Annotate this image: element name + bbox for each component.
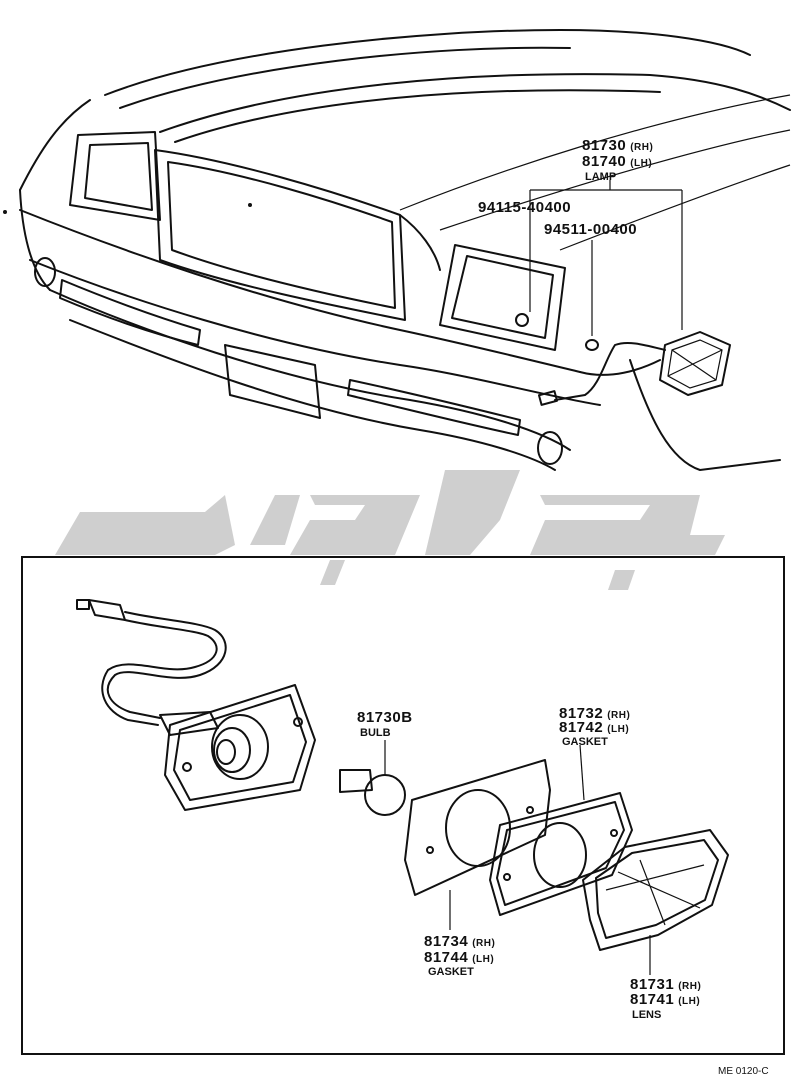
svg-text:81741(LH): 81741 (LH)	[630, 991, 700, 1008]
lens-part-number-lh: 81741	[630, 991, 674, 1008]
svg-text:81740(LH): 81740 (LH)	[582, 153, 652, 170]
diagram-code: ME 0120-C	[718, 1066, 769, 1077]
exploded-view-frame	[21, 556, 785, 1055]
lamp-label: LAMP	[585, 171, 616, 183]
lens-side-rh: (RH)	[678, 981, 701, 992]
outer-gasket-part-number-rh: 81732	[559, 705, 603, 722]
lens	[582, 829, 729, 975]
car-front-illustration	[3, 29, 791, 471]
lens-side-lh: (LH)	[678, 996, 700, 1007]
svg-text:81734(RH): 81734 (RH)	[424, 933, 495, 950]
exploded-view	[76, 599, 729, 975]
lamp-part-number-lh: 81740	[582, 153, 626, 170]
watermark-logo	[55, 470, 725, 590]
outer-gasket-side-lh: (LH)	[607, 724, 629, 735]
svg-text:81742(LH): 81742 (LH)	[559, 719, 629, 736]
outer-gasket-side-rh: (RH)	[607, 710, 630, 721]
inner-gasket-side-rh: (RH)	[472, 938, 495, 949]
washer-94511-00400	[585, 339, 599, 351]
washer-part-number: 94511-00400	[544, 221, 637, 238]
lamp-part-number-rh: 81730	[582, 137, 626, 154]
inner-gasket-part-number-rh: 81734	[424, 933, 468, 950]
outer-gasket-label: GASKET	[562, 736, 608, 748]
inner-gasket	[404, 759, 551, 930]
svg-text:81731(RH): 81731 (RH)	[630, 976, 701, 993]
svg-text:81744(LH): 81744 (LH)	[424, 949, 494, 966]
lamp-housing	[159, 684, 316, 811]
bulb	[339, 740, 406, 816]
lamp-side-lh: (LH)	[630, 158, 652, 169]
side-marker-lamp-assembly	[537, 331, 731, 406]
outer-gasket	[489, 744, 633, 916]
inner-gasket-label: GASKET	[428, 966, 474, 978]
bulb-label: BULB	[360, 727, 391, 739]
svg-text:81730(RH): 81730 (RH)	[582, 137, 653, 154]
wire-harness-connector	[76, 599, 227, 726]
lens-part-number-rh: 81731	[630, 976, 674, 993]
inner-gasket-side-lh: (LH)	[472, 954, 494, 965]
inner-gasket-part-number-lh: 81744	[424, 949, 468, 966]
lens-label: LENS	[632, 1009, 661, 1021]
nut-94115-40400	[515, 313, 529, 327]
bulb-part-number: 81730B	[357, 709, 413, 726]
outer-gasket-part-number-lh: 81742	[559, 719, 603, 736]
svg-text:81732(RH): 81732 (RH)	[559, 705, 630, 722]
lamp-side-rh: (RH)	[630, 142, 653, 153]
nut-part-number: 94115-40400	[478, 199, 571, 216]
